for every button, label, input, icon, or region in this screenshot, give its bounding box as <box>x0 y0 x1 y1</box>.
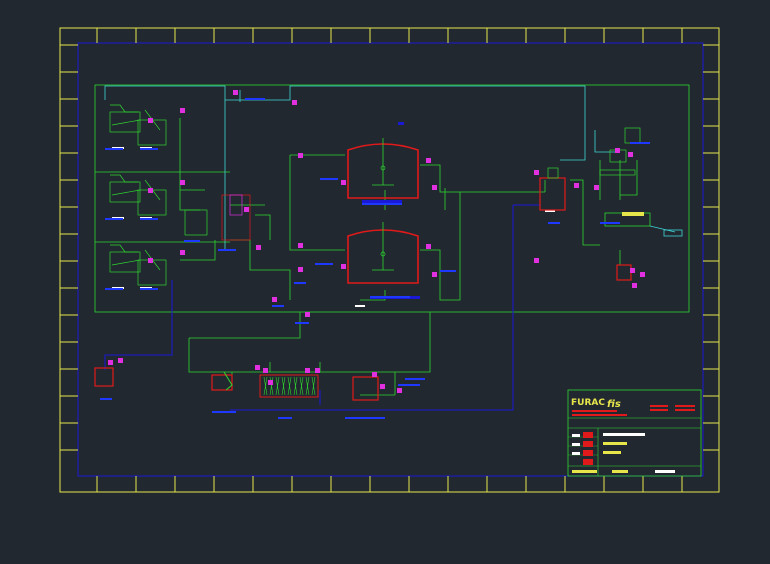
separator-unit <box>539 167 566 211</box>
tank-icon <box>616 264 632 281</box>
blue-lines <box>104 204 540 411</box>
process-boundary <box>94 84 690 373</box>
valve-icon <box>108 90 645 393</box>
filter-press-icon <box>259 374 319 398</box>
reactor-vessel-icon <box>347 122 419 203</box>
green-pipes <box>179 118 638 396</box>
company-name: FURAC <box>571 398 605 408</box>
filter-stage-1 <box>109 104 167 146</box>
filter-stage-3 <box>109 244 167 286</box>
blue-label-tags <box>100 98 650 419</box>
tank-icon <box>352 376 379 401</box>
sheet-frame <box>59 27 720 493</box>
equipment-tags <box>112 147 555 307</box>
filter-stage-2 <box>109 174 167 216</box>
company-logo: fis <box>607 399 621 410</box>
collector-header <box>184 194 251 241</box>
frame-ticks <box>60 28 719 492</box>
title-block: FURAC fis <box>567 389 702 477</box>
reactor-vessel-icon <box>347 222 420 299</box>
cyan-pipes <box>104 85 615 250</box>
bottom-equipment <box>94 367 233 391</box>
conveyor-icon <box>604 212 683 237</box>
